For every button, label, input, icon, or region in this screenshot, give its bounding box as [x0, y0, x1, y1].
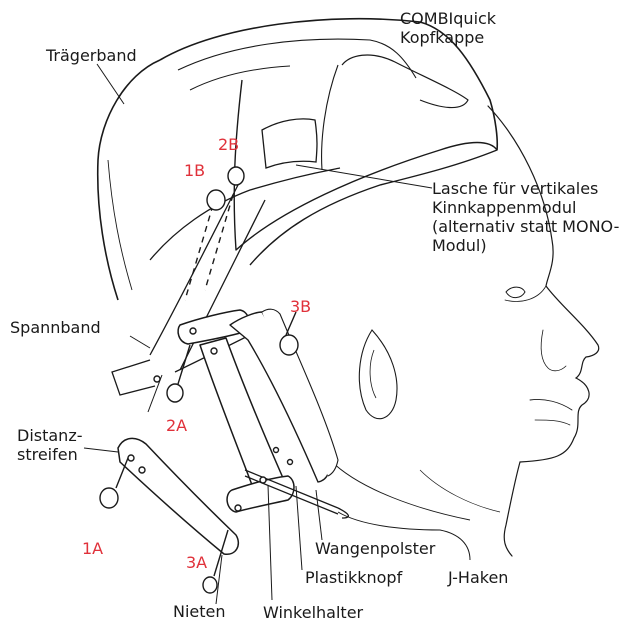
- label-wangenpolster: Wangenpolster: [315, 540, 435, 558]
- label-j-haken: J-Haken: [448, 569, 508, 587]
- label-nieten: Nieten: [173, 603, 226, 621]
- label-distanz-line1: Distanz-: [17, 427, 83, 445]
- code-2a: 2A: [166, 417, 187, 435]
- code-3a: 3A: [186, 554, 207, 572]
- distanzstreifen: [118, 438, 238, 554]
- lasche-tab: [262, 119, 317, 168]
- code-1b: 1B: [184, 162, 205, 180]
- ear: [359, 330, 397, 419]
- label-winkelhalter: Winkelhalter: [263, 604, 363, 622]
- code-3b: 3B: [290, 298, 311, 316]
- face-outline: [488, 106, 599, 556]
- label-product-line2: Kopfkappe: [400, 29, 484, 47]
- label-lasche-line2: Kinnkappenmodul: [432, 199, 576, 217]
- label-spannband: Spannband: [10, 319, 101, 337]
- label-lasche-line1: Lasche für vertikales: [432, 180, 598, 198]
- label-product-line1: COMBIquick: [400, 10, 496, 28]
- label-lasche-line3: (alternativ statt MONO-: [432, 218, 619, 236]
- label-lasche-line4: Modul): [432, 237, 487, 255]
- dashed-guides: [185, 195, 233, 300]
- label-distanz-line2: streifen: [17, 446, 78, 464]
- jaw-lines: [330, 460, 500, 520]
- code-2b: 2B: [218, 136, 239, 154]
- label-traegerband: Trägerband: [46, 47, 137, 65]
- code-1a: 1A: [82, 540, 103, 558]
- label-plastikknopf: Plastikknopf: [305, 569, 402, 587]
